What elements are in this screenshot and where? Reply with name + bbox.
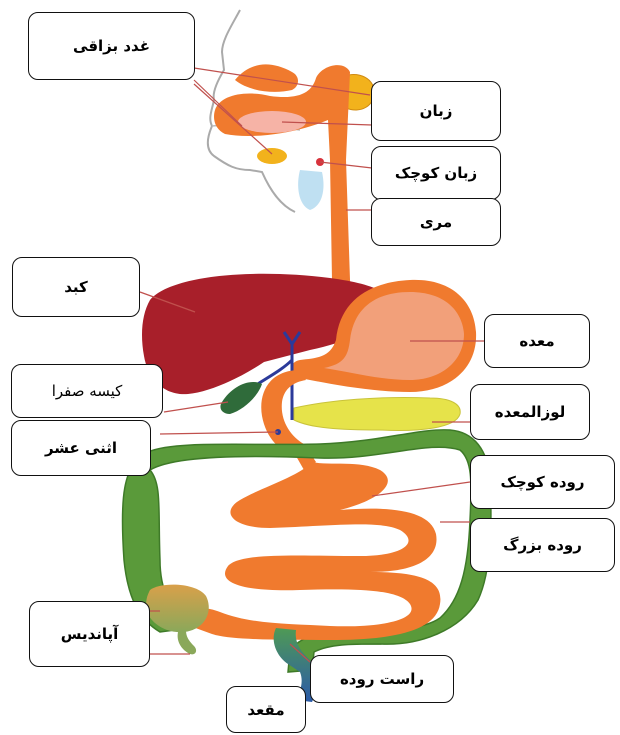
nasal-cavity <box>235 64 298 91</box>
pancreas-shape <box>294 397 460 430</box>
small-intestine-shape <box>187 462 440 640</box>
trachea-shape <box>298 170 323 210</box>
label-uvula: زبان کوچک <box>371 146 501 200</box>
label-stomach: معده <box>484 314 590 368</box>
label-tongue: زبان <box>371 81 501 141</box>
label-gallbladder: کیسه صفرا <box>11 364 163 418</box>
appendix-shape <box>178 630 196 654</box>
label-rectum: راست روده <box>310 655 454 703</box>
gallbladder-shape <box>220 382 262 414</box>
label-liver: کبد <box>12 257 140 317</box>
label-appendix: آپاندیس <box>29 601 150 667</box>
label-duodenum: اثنی عشر <box>11 420 151 476</box>
label-salivary-glands: غدد بزاقی <box>28 12 195 80</box>
label-pancreas: لوزالمعده <box>470 384 590 440</box>
salivary-gland-lower <box>257 148 287 164</box>
label-anus: مقعد <box>226 686 306 733</box>
label-small-intestine: روده کوچک <box>470 455 615 509</box>
label-esophagus: مری <box>371 198 501 246</box>
label-large-intestine: روده بزرگ <box>470 518 615 572</box>
